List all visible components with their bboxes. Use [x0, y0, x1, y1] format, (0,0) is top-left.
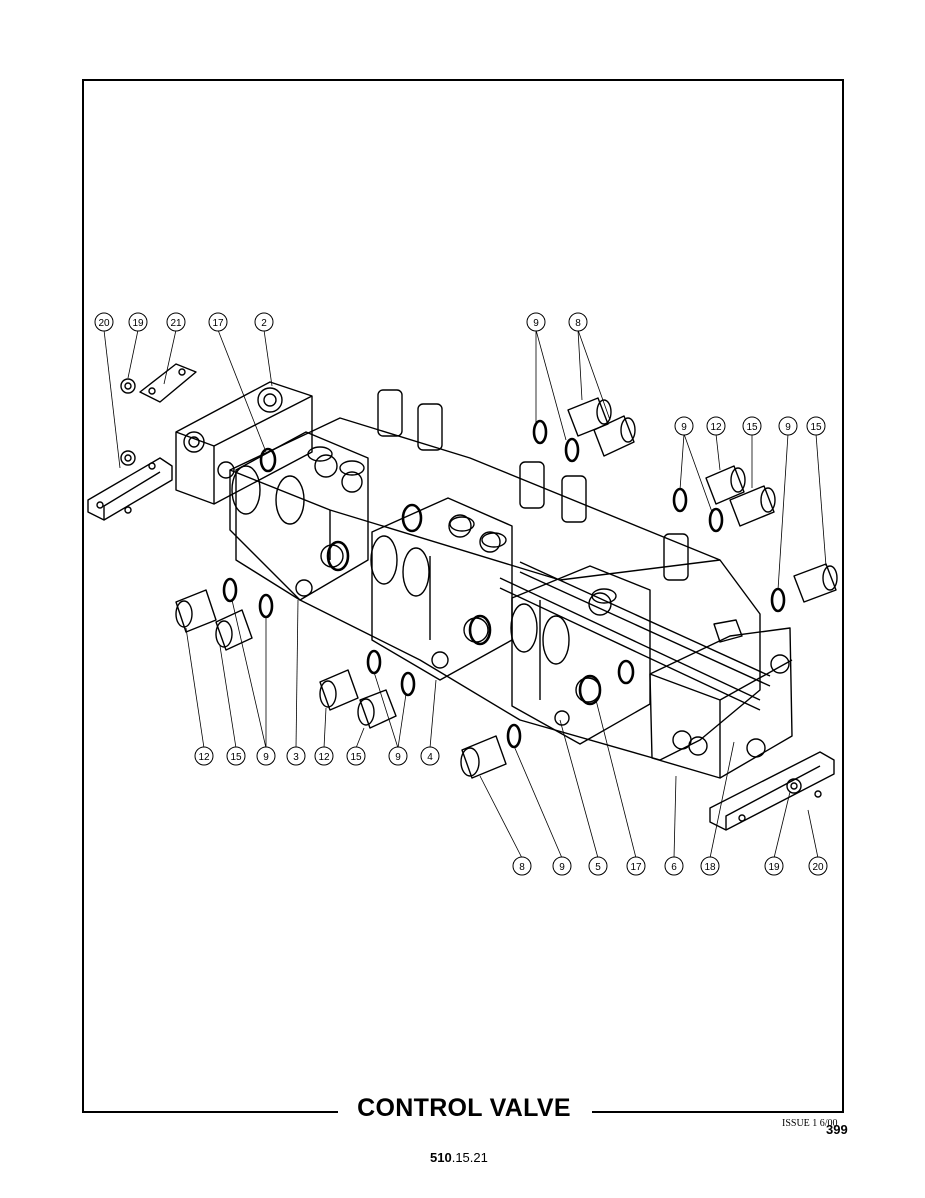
callout-9-br: 9 — [552, 856, 572, 876]
spool-section-4 — [370, 497, 513, 681]
svg-text:19: 19 — [132, 318, 144, 329]
svg-text:9: 9 — [681, 422, 687, 433]
callout-15-bl-b: 15 — [346, 746, 366, 766]
svg-text:6: 6 — [671, 862, 677, 873]
svg-text:4: 4 — [427, 752, 433, 763]
callout-4: 4 — [420, 746, 440, 766]
svg-text:15: 15 — [810, 422, 822, 433]
callout-17-top: 17 — [208, 312, 228, 332]
svg-text:9: 9 — [263, 752, 269, 763]
callout-9-top-a: 9 — [526, 312, 546, 332]
svg-text:15: 15 — [230, 752, 242, 763]
callouts-bottom-left: 12 15 9 3 12 15 9 4 — [194, 746, 440, 766]
svg-text:12: 12 — [198, 752, 210, 763]
svg-text:12: 12 — [318, 752, 330, 763]
o-rings — [222, 419, 786, 749]
callout-3: 3 — [286, 746, 306, 766]
callout-9-top-c: 9 — [778, 416, 798, 436]
svg-text:17: 17 — [212, 318, 224, 329]
svg-text:20: 20 — [812, 862, 824, 873]
svg-text:15: 15 — [350, 752, 362, 763]
svg-text:9: 9 — [533, 318, 539, 329]
callout-15-bl-a: 15 — [226, 746, 246, 766]
svg-text:3: 3 — [293, 752, 299, 763]
callout-9-top-b: 9 — [674, 416, 694, 436]
caps — [307, 446, 617, 604]
svg-text:9: 9 — [395, 752, 401, 763]
svg-text:21: 21 — [170, 318, 182, 329]
svg-text:8: 8 — [519, 862, 525, 873]
border-bottom-left — [82, 1111, 338, 1113]
section-reference: 510.15.21 — [430, 1150, 488, 1165]
callout-12-bl-b: 12 — [314, 746, 334, 766]
spool-section-3 — [231, 431, 369, 601]
svg-text:15: 15 — [746, 422, 758, 433]
callout-20-br: 20 — [808, 856, 828, 876]
callout-9-bl-b: 9 — [388, 746, 408, 766]
svg-text:2: 2 — [261, 318, 267, 329]
callout-5: 5 — [588, 856, 608, 876]
valve-body — [229, 417, 761, 761]
callout-12-top: 12 — [706, 416, 726, 436]
callout-19-br: 19 — [764, 856, 784, 876]
leader-lines — [103, 329, 827, 859]
callout-8-br: 8 — [512, 856, 532, 876]
page-number: 399 — [826, 1122, 848, 1137]
section-reference-bold: 510 — [430, 1150, 452, 1165]
callouts-bottom-right: 8 9 5 17 6 18 19 20 — [512, 856, 828, 876]
border-left — [82, 79, 84, 1112]
border-bottom-right — [592, 1111, 844, 1113]
issue-label: ISSUE 1 6/00 — [782, 1118, 838, 1129]
cartridges — [175, 397, 838, 779]
svg-text:20: 20 — [98, 318, 110, 329]
mounting-bracket-left — [87, 457, 173, 521]
callout-8-top: 8 — [568, 312, 588, 332]
svg-text:5: 5 — [595, 862, 601, 873]
svg-text:17: 17 — [630, 862, 642, 873]
callout-9-bl-a: 9 — [256, 746, 276, 766]
end-plate — [139, 363, 197, 403]
solenoid-row — [377, 389, 689, 581]
callouts-top: 20 19 21 17 2 9 8 9 12 15 9 15 — [94, 312, 826, 436]
nut-left-top — [120, 378, 136, 394]
callout-17-br: 17 — [626, 856, 646, 876]
outlet-section — [649, 619, 793, 779]
svg-text:19: 19 — [768, 862, 780, 873]
border-right — [842, 79, 844, 1112]
svg-text:18: 18 — [704, 862, 716, 873]
callout-21: 21 — [166, 312, 186, 332]
callout-12-bl-a: 12 — [194, 746, 214, 766]
nut-right — [786, 778, 802, 794]
callout-15-top-a: 15 — [742, 416, 762, 436]
inlet-section — [175, 381, 313, 505]
svg-text:8: 8 — [575, 318, 581, 329]
svg-text:9: 9 — [785, 422, 791, 433]
callout-2: 2 — [254, 312, 274, 332]
svg-text:9: 9 — [559, 862, 565, 873]
border-top — [82, 79, 844, 81]
tie-rods — [499, 561, 771, 711]
callout-18: 18 — [700, 856, 720, 876]
page-title: CONTROL VALVE — [357, 1094, 571, 1122]
callout-20-top: 20 — [94, 312, 114, 332]
callout-6: 6 — [664, 856, 684, 876]
mounting-bracket-right — [709, 751, 835, 831]
svg-text:12: 12 — [710, 422, 722, 433]
callout-19-top: 19 — [128, 312, 148, 332]
callout-15-top-b: 15 — [806, 416, 826, 436]
section-reference-rest: .15.21 — [451, 1150, 488, 1165]
nut-left-bottom — [120, 450, 136, 466]
